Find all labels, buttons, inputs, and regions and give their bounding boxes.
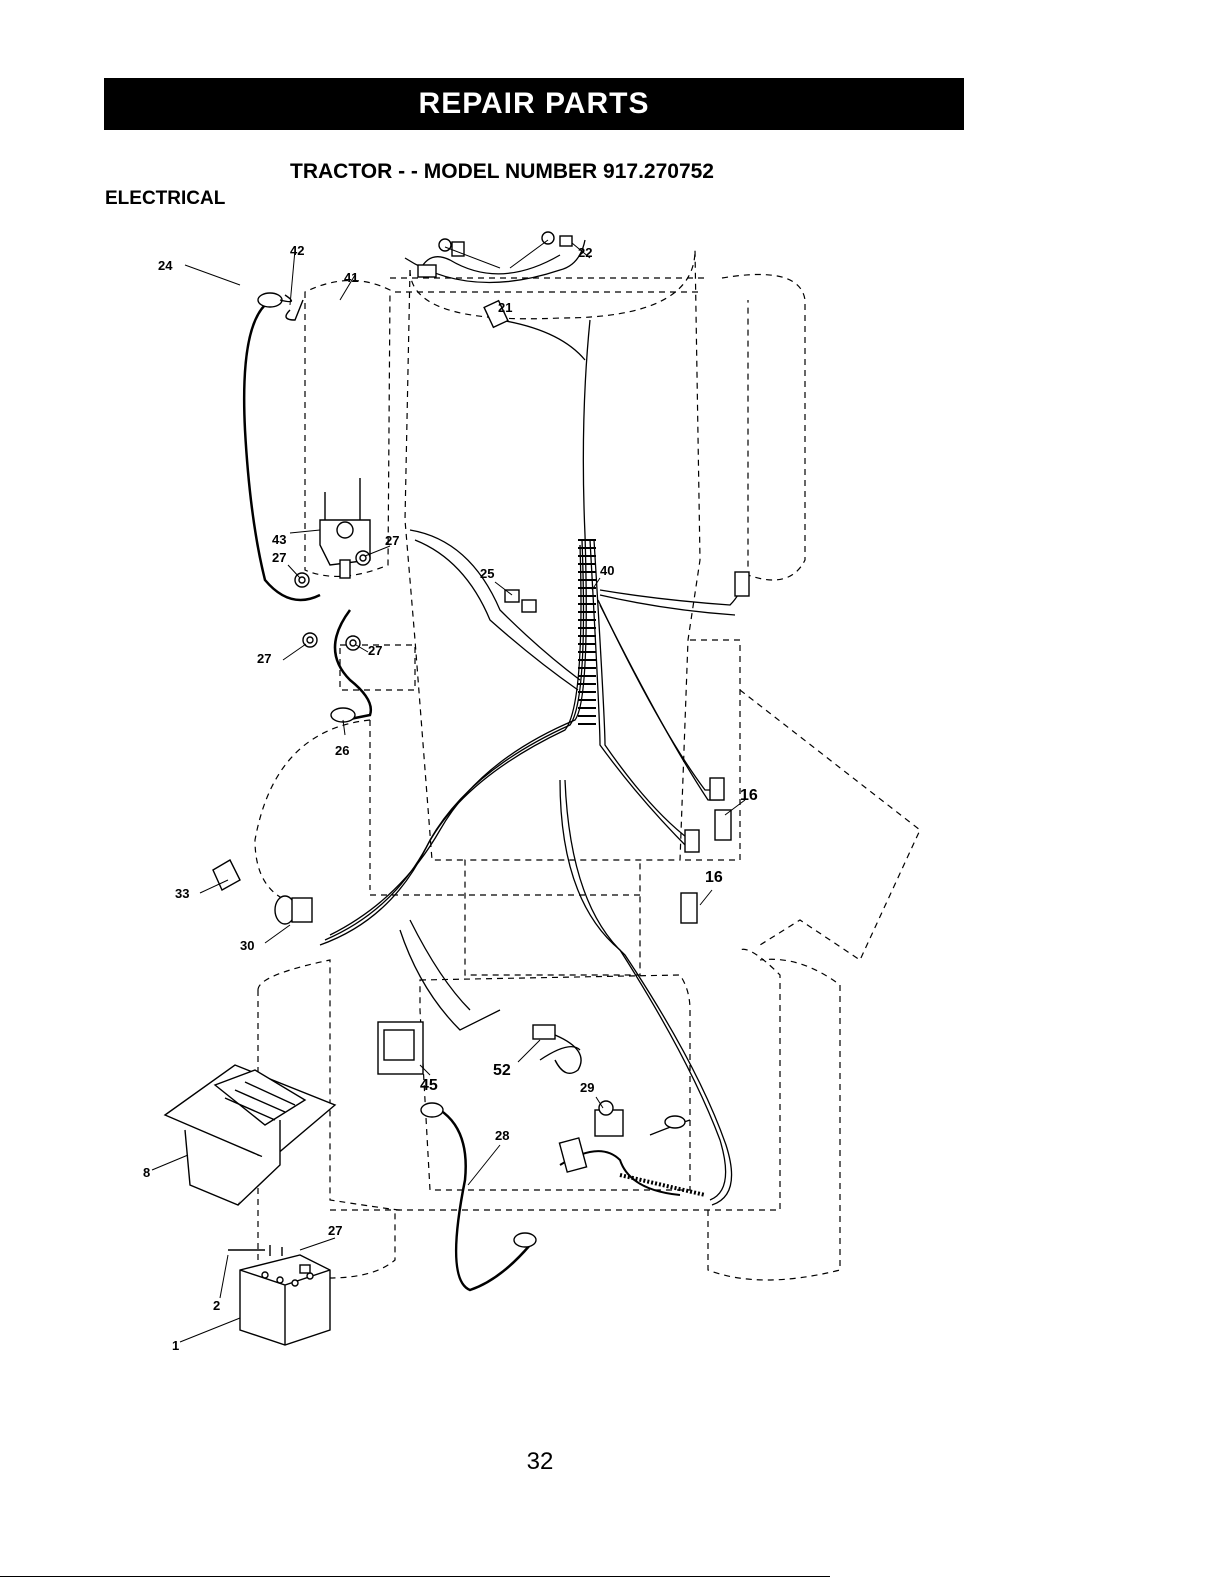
callout-label: 41 bbox=[344, 270, 358, 285]
parts bbox=[165, 232, 749, 1345]
callout-label: 21 bbox=[498, 300, 512, 315]
callout-label: 40 bbox=[600, 563, 614, 578]
callout-label: 2 bbox=[213, 1298, 220, 1313]
callout-label: 33 bbox=[175, 886, 189, 901]
callout-label: 27 bbox=[385, 533, 399, 548]
callout-label: 52 bbox=[493, 1062, 511, 1079]
callout-label: 16 bbox=[705, 869, 723, 886]
callout-label: 16 bbox=[740, 787, 758, 804]
callout-label: 27 bbox=[328, 1223, 342, 1238]
callout-label: 27 bbox=[272, 550, 286, 565]
callout-label: 30 bbox=[240, 938, 254, 953]
page-number: 32 bbox=[0, 1448, 1080, 1476]
callout-label: 22 bbox=[578, 245, 592, 260]
callout-label: 42 bbox=[290, 243, 304, 258]
callout-label: 24 bbox=[158, 258, 173, 273]
callout-label: 27 bbox=[368, 643, 382, 658]
callout-label: 45 bbox=[420, 1077, 438, 1094]
bottom-rule bbox=[0, 1576, 830, 1577]
callout-label: 1 bbox=[172, 1338, 179, 1353]
callout-label: 28 bbox=[495, 1128, 509, 1143]
callout-label: 29 bbox=[580, 1080, 594, 1095]
callout-label: 43 bbox=[272, 532, 286, 547]
tractor-outline bbox=[255, 250, 920, 1280]
wire-harness bbox=[244, 240, 741, 1290]
callout-label: 8 bbox=[143, 1165, 150, 1180]
callout-label: 25 bbox=[480, 566, 494, 581]
callout-label: 27 bbox=[257, 651, 271, 666]
callout-label: 26 bbox=[335, 743, 349, 758]
